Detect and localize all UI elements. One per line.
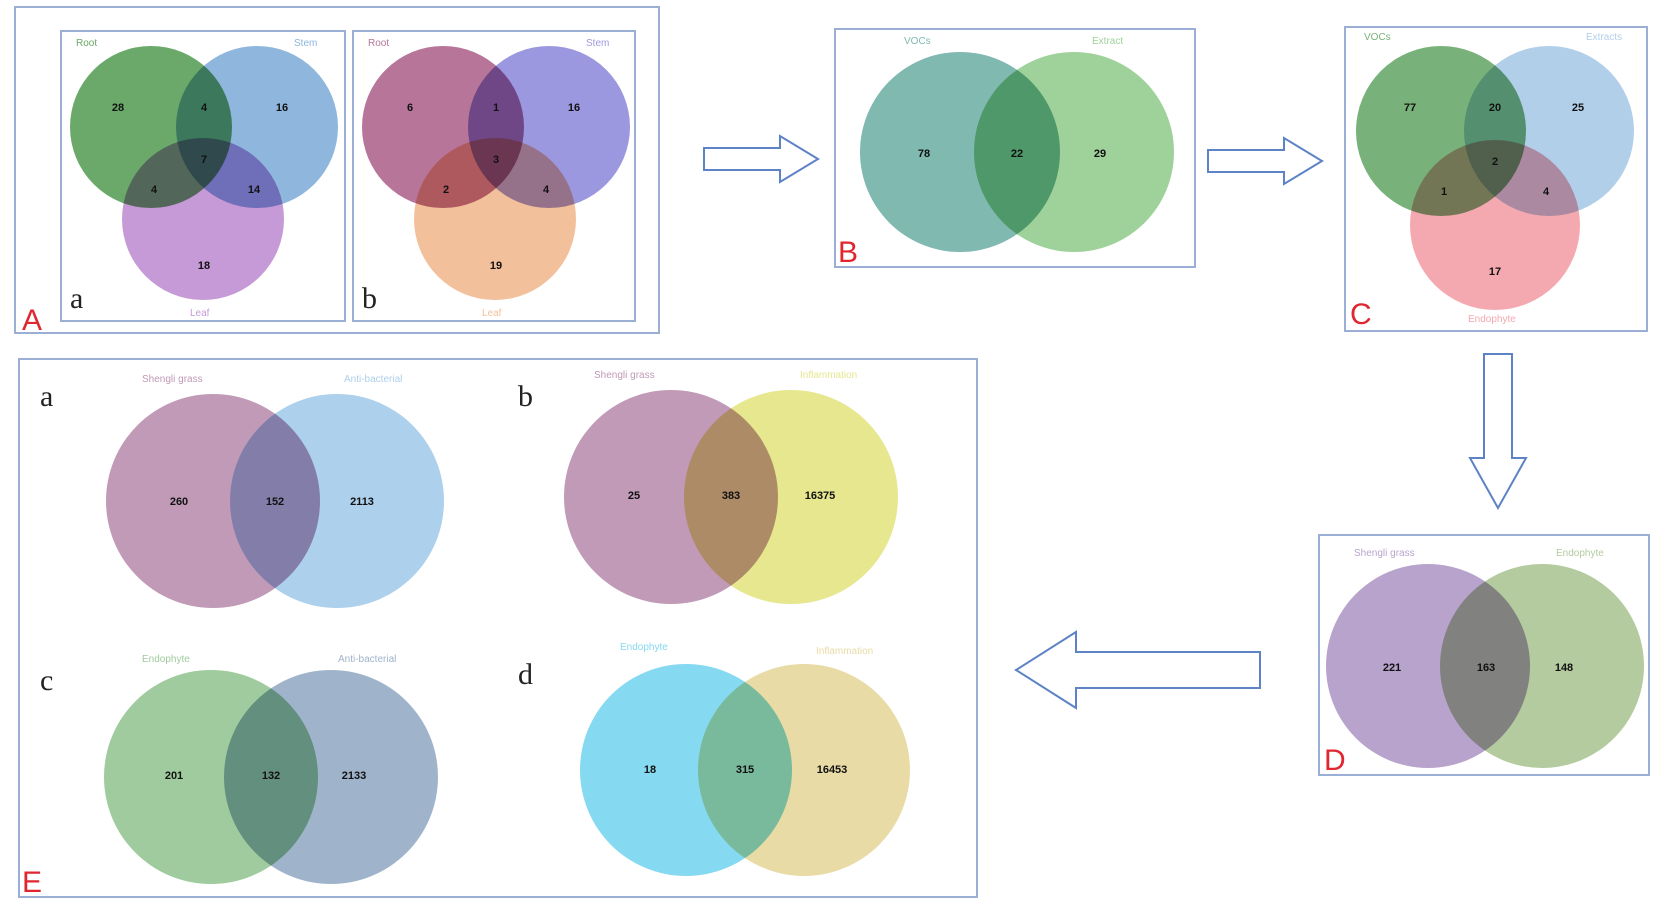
venn-circle-leaf xyxy=(122,138,284,300)
venn-circle-inflammation xyxy=(684,390,898,604)
venn-num: 16 xyxy=(275,102,289,114)
venn-num: 4 xyxy=(150,184,158,196)
venn-num: 28 xyxy=(111,102,125,114)
venn-num: 18 xyxy=(197,260,211,272)
venn-num: 2113 xyxy=(350,496,374,508)
venn-label-shengli-grass: Shengli grass xyxy=(1354,548,1415,559)
venn-num: 132 xyxy=(261,770,281,782)
venn-num: 17 xyxy=(1488,266,1502,278)
venn-num: 148 xyxy=(1554,662,1574,674)
sub-letter-b: b xyxy=(362,282,377,315)
venn-circle-extract xyxy=(974,52,1174,252)
venn-circle-inflammation xyxy=(698,664,910,876)
arrow-right-icon xyxy=(1207,136,1324,186)
venn-label-root: Root xyxy=(76,38,98,49)
venn-label-anti-bacterial: Anti-bacterial xyxy=(344,374,403,385)
venn-num: 4 xyxy=(200,102,208,114)
venn-num: 18 xyxy=(643,764,657,776)
venn-num: 25 xyxy=(627,490,641,502)
venn-circle-anti-bacterial xyxy=(224,670,438,884)
panel-letter-d: D xyxy=(1324,744,1346,777)
venn-label-vocs: VOCs xyxy=(1364,32,1391,43)
venn-label-endophyte: Endophyte xyxy=(1556,548,1604,559)
venn-circle-endophyte xyxy=(1410,140,1580,310)
venn-label-endophyte: Endophyte xyxy=(620,642,668,653)
panel-letter-e: E xyxy=(22,866,43,899)
venn-num: 315 xyxy=(735,764,755,776)
venn-label-vocs: VOCs xyxy=(904,36,931,47)
venn-num: 19 xyxy=(489,260,503,272)
venn-label-shengli-grass: Shengli grass xyxy=(142,374,203,385)
venn-label-inflammation: Inflammation xyxy=(816,646,874,657)
panel-d: Shengli grass Endophyte 221 163 148 D xyxy=(1318,534,1650,776)
venn-label-leaf: Leaf xyxy=(482,308,502,319)
sub-letter-b: b xyxy=(518,380,533,413)
venn-circle-leaf xyxy=(414,138,576,300)
venn-num: 4 xyxy=(1542,186,1550,198)
sub-letter-d: d xyxy=(518,658,533,691)
panel-a: A Root Stem 28 4 16 7 4 14 18 a Leaf Roo… xyxy=(14,6,660,337)
venn-num: 29 xyxy=(1093,148,1107,160)
venn-a-b: Root Stem 6 1 16 3 2 4 19 b Leaf xyxy=(352,30,636,322)
venn-num: 221 xyxy=(1382,662,1402,674)
venn-num: 2133 xyxy=(341,770,367,782)
venn-num: 25 xyxy=(1571,102,1585,114)
venn-label-leaf: Leaf xyxy=(190,308,210,319)
venn-num: 78 xyxy=(917,148,931,160)
venn-num: 16375 xyxy=(804,490,836,502)
venn-num: 383 xyxy=(721,490,741,502)
venn-label-inflammation: Inflammation xyxy=(800,370,858,381)
venn-label-root: Root xyxy=(368,38,390,49)
venn-a-a: Root Stem 28 4 16 7 4 14 18 a Leaf xyxy=(60,30,346,322)
venn-label-endophyte: Endophyte xyxy=(142,654,190,665)
venn-num: 260 xyxy=(169,496,189,508)
sub-letter-a: a xyxy=(70,282,84,315)
venn-num: 3 xyxy=(492,154,500,166)
venn-num: 22 xyxy=(1010,148,1024,160)
venn-num: 201 xyxy=(164,770,184,782)
venn-circle-endophyte xyxy=(1440,564,1644,768)
sub-letter-c: c xyxy=(40,664,54,697)
venn-label-endophyte: Endophyte xyxy=(1468,314,1516,325)
panel-letter-b: B xyxy=(838,236,859,269)
sub-letter-a: a xyxy=(40,380,54,413)
venn-num: 2 xyxy=(442,184,450,196)
venn-num: 14 xyxy=(247,184,261,196)
venn-num: 152 xyxy=(265,496,285,508)
arrow-right-icon xyxy=(703,134,820,184)
venn-label-extract: Extract xyxy=(1092,36,1124,47)
venn-num: 1 xyxy=(1440,186,1448,198)
panel-letter-c: C xyxy=(1350,298,1372,331)
panel-b: VOCs Extract 78 22 29 B xyxy=(834,28,1196,268)
venn-num: 4 xyxy=(542,184,550,196)
venn-label-stem: Stem xyxy=(294,38,318,49)
venn-num: 163 xyxy=(1476,662,1496,674)
venn-num: 2 xyxy=(1491,156,1499,168)
panel-e: a Shengli grass Anti-bacterial 260 152 2… xyxy=(18,358,978,898)
venn-num: 16 xyxy=(567,102,581,114)
venn-num: 1 xyxy=(492,102,500,114)
arrow-left-icon xyxy=(1014,630,1261,710)
panel-c: VOCs Extracts 77 20 25 2 1 4 17 C Endoph… xyxy=(1344,26,1648,332)
venn-num: 77 xyxy=(1403,102,1417,114)
venn-label-stem: Stem xyxy=(586,38,610,49)
arrow-down-icon xyxy=(1468,353,1528,511)
venn-label-anti-bacterial: Anti-bacterial xyxy=(338,654,397,665)
venn-label-shengli-grass: Shengli grass xyxy=(594,370,655,381)
venn-label-extracts: Extracts xyxy=(1586,32,1623,43)
venn-num: 6 xyxy=(406,102,414,114)
venn-num: 20 xyxy=(1488,102,1502,114)
panel-letter-a: A xyxy=(22,304,43,337)
venn-circle-anti-bacterial xyxy=(230,394,444,608)
venn-num: 16453 xyxy=(816,764,848,776)
venn-num: 7 xyxy=(200,154,208,166)
